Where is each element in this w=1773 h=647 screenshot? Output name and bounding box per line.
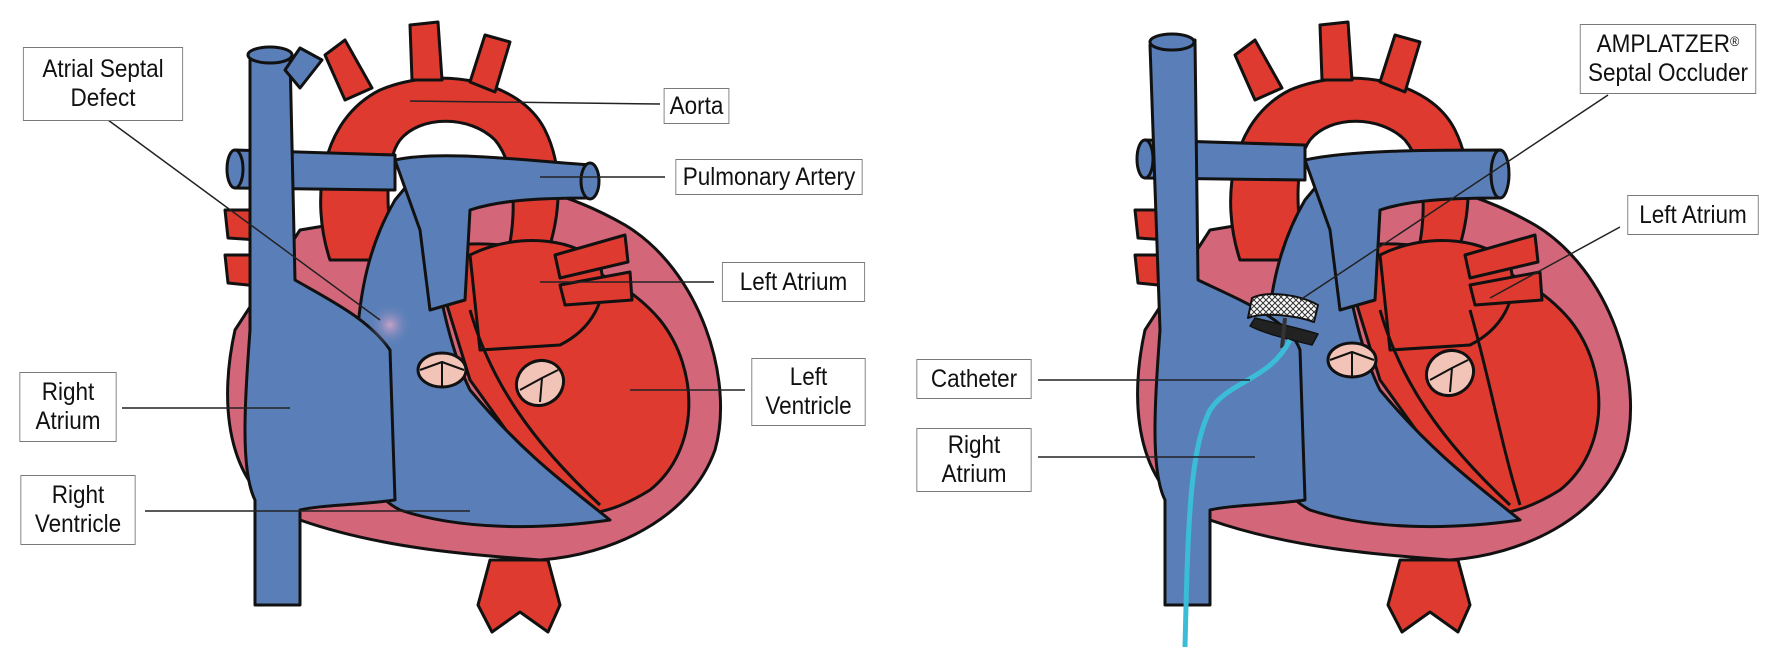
label-left-ventricle-line1: Left [790, 363, 828, 392]
descending-aorta [478, 560, 560, 632]
label-aorta: Aorta [664, 88, 730, 124]
label-pulmonary-artery: Pulmonary Artery [675, 159, 862, 195]
label-aorta-text: Aorta [670, 92, 724, 121]
label-left-ventricle: Left Ventricle [751, 358, 865, 426]
label-amplatzer-septal-occluder: AMPLATZER® Septal Occluder [1580, 24, 1756, 94]
aortic-branch-1 [325, 40, 372, 100]
registered-mark: ® [1730, 33, 1739, 49]
label-atrial-septal-defect-line2: Defect [70, 84, 135, 113]
label-pulmonary-artery-text: Pulmonary Artery [683, 163, 856, 192]
heart-with-asd [225, 22, 721, 632]
heart-with-occluder [1135, 22, 1631, 632]
label-left-atrium-text: Left Atrium [740, 268, 848, 297]
label-left-atrium: Left Atrium [722, 262, 865, 302]
label-left-atrium-right-text: Left Atrium [1639, 201, 1747, 230]
label-right-atrium-line2: Atrium [35, 407, 100, 436]
label-amplatzer-line1: AMPLATZER® [1597, 30, 1740, 59]
label-right-atrium-right: Right Atrium [916, 428, 1031, 492]
tricuspid-valve [418, 353, 466, 387]
label-right-ventricle-line2: Ventricle [35, 510, 121, 539]
label-left-ventricle-line2: Ventricle [765, 392, 851, 421]
label-catheter-text: Catheter [931, 365, 1017, 394]
pulmonary-artery-end [581, 163, 599, 199]
label-right-atrium-right-line1: Right [948, 431, 1001, 460]
label-catheter: Catheter [916, 359, 1031, 399]
tricuspid-valve [1328, 343, 1376, 377]
label-atrial-septal-defect: Atrial Septal Defect [23, 47, 183, 121]
label-right-ventricle-line1: Right [52, 481, 105, 510]
label-right-ventricle: Right Ventricle [20, 475, 135, 545]
aortic-branch-2 [410, 22, 442, 80]
label-amplatzer-line2: Septal Occluder [1588, 59, 1748, 88]
label-atrial-septal-defect-line1: Atrial Septal [42, 55, 163, 84]
atrial-septal-defect [368, 303, 412, 347]
label-right-atrium-right-line2: Atrium [941, 460, 1006, 489]
aortic-branch-3 [470, 35, 510, 92]
label-right-atrium-line1: Right [42, 378, 95, 407]
descending-aorta [1388, 560, 1470, 632]
label-left-atrium-right: Left Atrium [1627, 195, 1758, 235]
label-right-atrium: Right Atrium [19, 372, 116, 442]
label-amplatzer-brand: AMPLATZER [1597, 30, 1730, 58]
